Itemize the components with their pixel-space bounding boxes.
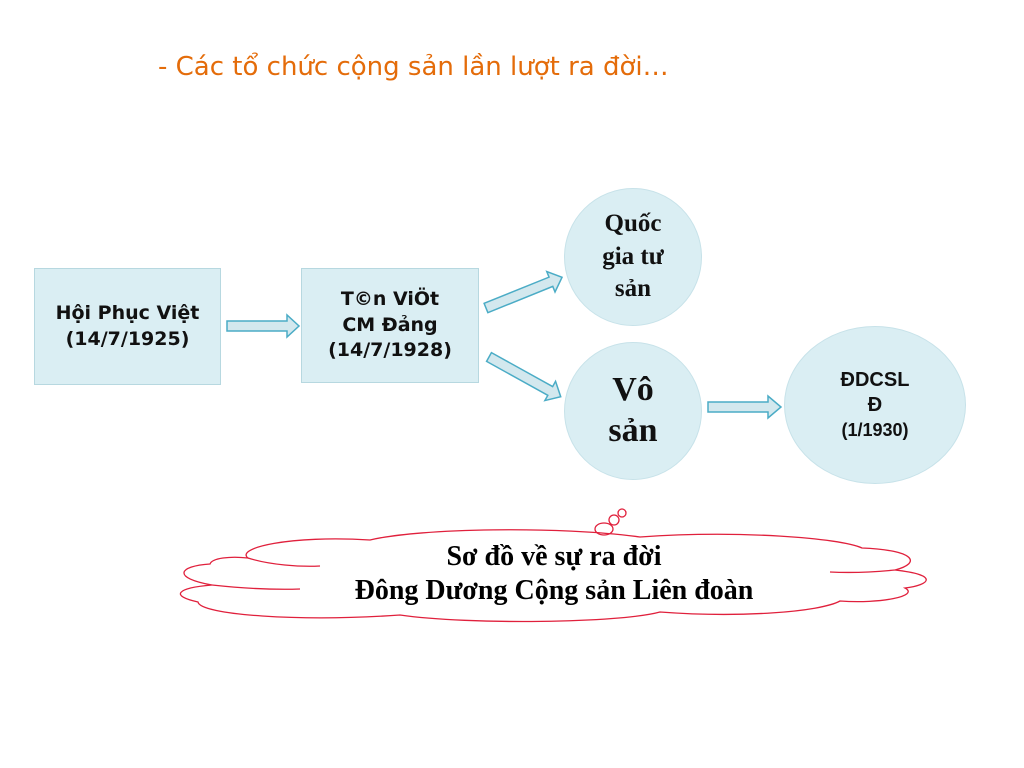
arrow-tan-viet-to-quoc-gia — [483, 270, 564, 314]
caption-line-2: Đông Dương Cộng sản Liên đoàn — [354, 574, 754, 606]
cloud-bubble-small — [617, 508, 627, 518]
cloud-bubble-large — [594, 522, 614, 536]
cloud-inner-line-3 — [247, 557, 321, 567]
node-hoi-phuc-viet-label: Hội Phục Việt (14/7/1925) — [55, 301, 200, 350]
arrow-hoi-phuc-viet-to-tan-viet — [226, 313, 301, 339]
cloud-caption: Sơ đồ về sự ra đời Đông Dương Cộng sản L… — [180, 540, 928, 607]
cloud-inner-line-1 — [211, 584, 301, 590]
cloud-callout — [179, 508, 927, 623]
node-quoc-gia-tu-san: Quốc gia tư sản — [564, 188, 702, 326]
node-ddcsld-date: (1/1930) — [841, 419, 909, 440]
slide-title: - Các tổ chức cộng sản lần lượt ra đời… — [158, 52, 669, 82]
node-ddcsld: ĐDCSL Đ (1/1930) — [784, 326, 966, 484]
caption-line-1: Sơ đồ về sự ra đời — [446, 541, 662, 572]
cloud-outline — [179, 529, 927, 623]
cloud-inner-line-2 — [829, 569, 896, 574]
node-hoi-phuc-viet: Hội Phục Việt (14/7/1925) — [34, 268, 221, 385]
node-vo-san: Vô sản — [564, 342, 702, 480]
arrow-vo-san-to-ddcsld — [707, 394, 783, 420]
arrow-tan-viet-to-vo-san — [485, 351, 562, 402]
node-vo-san-label: Vô sản — [608, 371, 658, 449]
cloud-bubble-medium — [608, 514, 620, 526]
node-tan-viet: T©n ViÖt CM Đảng (14/7/1928) — [301, 268, 479, 383]
node-tan-viet-label: T©n ViÖt CM Đảng (14/7/1928) — [328, 288, 452, 362]
node-quoc-gia-tu-san-label: Quốc gia tư sản — [602, 210, 664, 303]
node-ddcsld-label: ĐDCSL Đ — [840, 368, 910, 416]
